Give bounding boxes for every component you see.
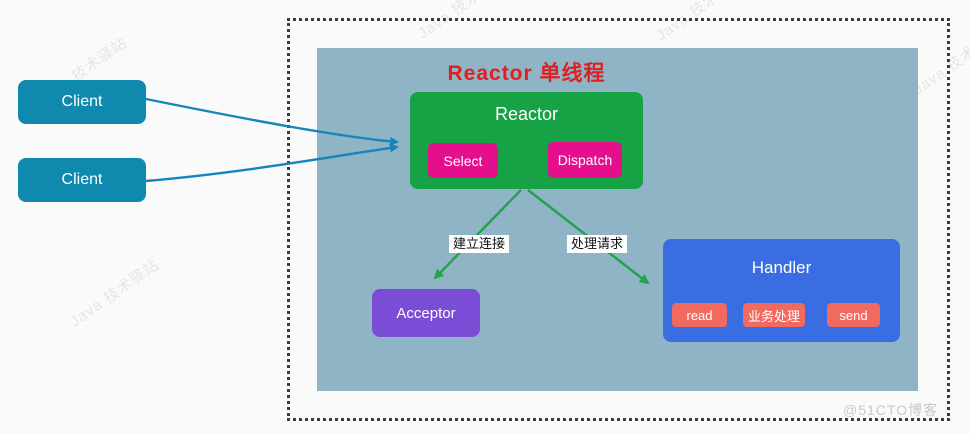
read-chip: read [672,303,727,327]
dispatch-chip: Dispatch [548,142,622,178]
reactor-node: Reactor Select Dispatch [410,92,643,189]
watermark-text: Java 技术驿站 [67,256,163,331]
dashed-border-container [287,18,950,421]
handler-node-label: Handler [751,258,812,277]
business-processing-chip-label: 业务处理 [747,308,800,324]
select-chip: Select [428,143,498,178]
credit-watermark: @51CTO博客 [843,402,939,418]
client-node-2: Client [18,158,146,202]
dispatch-chip-label: Dispatch [557,152,613,168]
business-processing-chip: 业务处理 [743,303,805,327]
send-chip-label: send [839,307,868,323]
acceptor-node: Acceptor [372,289,480,337]
edge-label-handle-request: 处理请求 [567,235,628,253]
send-chip: send [827,303,880,327]
edge-label-establish-connection: 建立连接 [449,235,510,253]
reactor-node-label: Reactor [494,104,559,124]
acceptor-node-label: Acceptor [396,304,456,322]
client-node-1: Client [18,80,146,124]
handler-node: Handler read 业务处理 send [663,239,900,342]
read-chip-label: read [686,307,713,323]
select-chip-label: Select [443,152,483,169]
diagram-title: Reactor 单线程 [447,62,606,85]
client-node-1-label: Client [61,93,103,110]
client-node-2-label: Client [61,171,103,188]
